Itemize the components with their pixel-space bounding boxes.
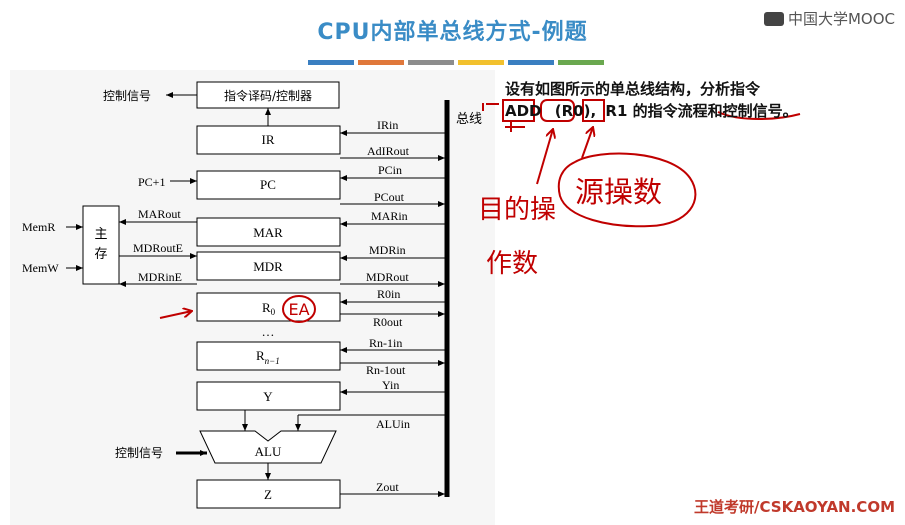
mdr-label: MDR xyxy=(253,259,283,274)
pc-box xyxy=(196,170,341,200)
instr-sep: , xyxy=(590,102,597,120)
rn-subscript: n−1 xyxy=(265,356,280,366)
mdrine-label: MDRinE xyxy=(138,270,182,284)
src-enclosure xyxy=(557,152,697,228)
problem-line-2-rest: 的指令流程和控制信号。 xyxy=(627,102,798,120)
mdrout-label: MDRout xyxy=(366,270,409,284)
ctrl-signal-underline xyxy=(717,111,801,120)
title-stripe-3 xyxy=(408,60,454,65)
alu-ctrl-label: 控制信号 xyxy=(115,446,163,460)
title-stripe-5 xyxy=(508,60,554,65)
mooc-logo-icon xyxy=(763,11,784,26)
r0in-label: R0in xyxy=(377,287,400,301)
alu-label: ALU xyxy=(255,444,282,459)
y-label: Y xyxy=(263,389,273,404)
problem-statement: 设有如图所示的单总线结构，分析指令 ADD (R0), R1 的指令流程和控制信… xyxy=(505,78,798,122)
memory-label-1: 主 xyxy=(94,227,107,242)
ir-label: IR xyxy=(262,132,275,147)
bus-label: 总线 xyxy=(456,112,482,127)
svg-text:Rn−1: Rn−1 xyxy=(256,348,280,366)
rnout-label: Rn-1out xyxy=(366,363,406,377)
dst-operand-annotation-2: 作数 xyxy=(486,249,538,279)
mdrin-label: MDRin xyxy=(369,243,406,257)
title-stripe-4 xyxy=(458,60,504,65)
adirout-label: AdIRout xyxy=(367,144,410,158)
alu-shape xyxy=(199,430,337,464)
mar-box xyxy=(196,217,341,247)
r0-box xyxy=(196,292,341,322)
problem-line-1: 设有如图所示的单总线结构，分析指令 xyxy=(505,80,761,98)
title-stripe-1 xyxy=(308,60,354,65)
r0out-label: R0out xyxy=(373,315,403,329)
src-pointer-arrow-2 xyxy=(581,127,593,159)
pc-plus1-label: PC+1 xyxy=(138,175,165,189)
instr-r1: R1 xyxy=(605,102,628,120)
mooc-logo: 中国大学MOOC xyxy=(763,8,895,29)
zout-label: Zout xyxy=(376,480,399,494)
problem-line-2: ADD (R0), R1 的指令流程和控制信号。 xyxy=(505,100,798,122)
marout-label: MARout xyxy=(138,207,181,221)
rnin-label: Rn-1in xyxy=(369,336,402,350)
mdroute-label: MDRoutE xyxy=(133,241,183,255)
src-operand-annotation: 源操数 xyxy=(575,175,662,209)
handwritten-annotations xyxy=(159,99,801,323)
marin-label: MARin xyxy=(371,209,408,223)
rn-box xyxy=(196,341,341,371)
ea-circle xyxy=(282,295,316,323)
decoder-ctrl-label: 控制信号 xyxy=(103,89,151,103)
dst-operand-annotation-1: 目的操 xyxy=(478,195,556,225)
aluin-label: ALUin xyxy=(376,417,410,431)
instr-add: ADD xyxy=(505,102,542,120)
z-box xyxy=(196,479,341,509)
r0-label: R xyxy=(262,300,271,315)
mooc-logo-text: 中国大学MOOC xyxy=(787,10,895,28)
add-box-mark xyxy=(502,99,535,122)
irin-label: IRin xyxy=(377,118,398,132)
main-memory-box xyxy=(82,205,120,285)
pcin-label: PCin xyxy=(378,163,402,177)
y-box xyxy=(196,381,341,411)
ea-annotation: EA xyxy=(288,300,309,319)
mdr-box xyxy=(196,251,341,281)
mar-label: MAR xyxy=(253,225,283,240)
memory-label-2: 存 xyxy=(94,247,107,262)
r1-box-mark xyxy=(582,99,605,122)
add-underline-mark xyxy=(482,103,525,132)
r0-box-mark xyxy=(540,99,575,122)
pcout-label: PCout xyxy=(374,190,405,204)
register-ellipsis: … xyxy=(262,324,275,339)
page-title: CPU内部单总线方式-例题 xyxy=(317,20,588,45)
ea-pointer-arrow xyxy=(159,311,192,319)
z-label: Z xyxy=(264,487,272,502)
memr-label: MemR xyxy=(22,220,55,234)
r0-subscript: 0 xyxy=(271,307,276,317)
svg-text:R0: R0 xyxy=(262,300,276,317)
title-stripe-6 xyxy=(558,60,604,65)
title-stripe-2 xyxy=(358,60,404,65)
rn-label: R xyxy=(256,348,265,363)
ir-box xyxy=(196,125,341,155)
footer-brand: 王道考研/CSKAOYAN.COM xyxy=(694,498,895,516)
src-pointer-arrow xyxy=(536,129,553,185)
instr-r0: (R0) xyxy=(554,102,591,120)
pc-label: PC xyxy=(260,177,276,192)
yin-label: Yin xyxy=(382,378,399,392)
memw-label: MemW xyxy=(22,261,59,275)
decoder-label: 指令译码/控制器 xyxy=(224,88,312,103)
